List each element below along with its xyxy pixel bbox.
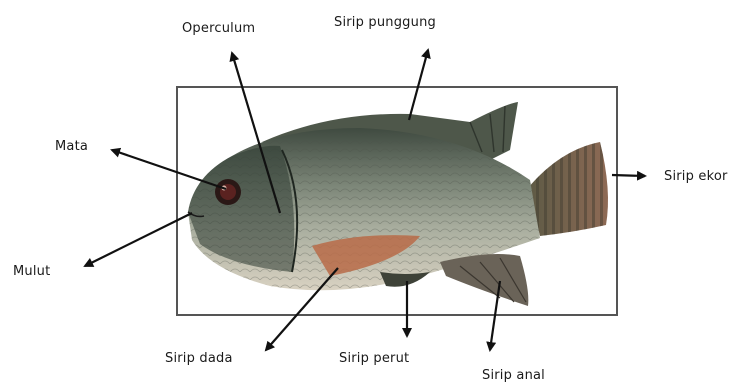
label-mata: Mata (55, 139, 88, 154)
label-sirip-ekor: Sirip ekor (664, 169, 728, 184)
label-sirip-perut: Sirip perut (339, 351, 409, 366)
arrow-mulut (85, 213, 192, 266)
label-operculum: Operculum (182, 21, 255, 36)
label-sirip-punggung: Sirip punggung (334, 15, 436, 30)
label-sirip-anal: Sirip anal (482, 368, 545, 383)
arrow-sirip-ekor (612, 175, 645, 176)
label-mulut: Mulut (13, 264, 50, 279)
label-sirip-dada: Sirip dada (165, 351, 233, 366)
